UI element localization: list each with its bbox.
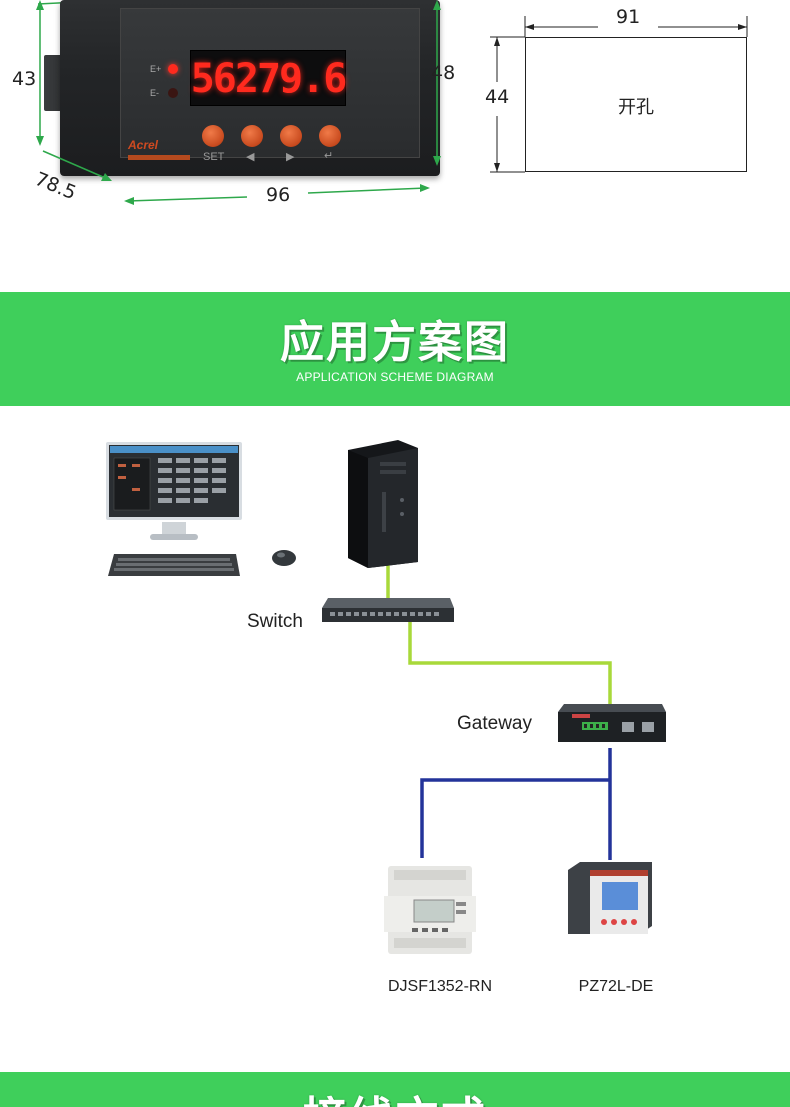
brand-logo: Acrel: [128, 138, 159, 152]
dimension-width-front: 96: [266, 184, 291, 206]
dimension-height-front: 43: [12, 68, 37, 90]
led-e-plus: [168, 64, 178, 74]
network-connection-lines: [386, 562, 612, 860]
application-section-subtitle: APPLICATION SCHEME DIAGRAM: [296, 370, 494, 384]
keyboard-icon: [108, 554, 240, 576]
application-section-banner: [0, 292, 790, 406]
gateway-device-icon: [558, 704, 666, 742]
djsf1352-rn-meter-icon: [384, 866, 476, 954]
server-tower-icon: [348, 440, 418, 568]
device2-label: PZ72L-DE: [578, 978, 654, 995]
meter-button-set[interactable]: [202, 125, 224, 147]
indicator-label-e-plus: E+: [150, 64, 162, 74]
meter-display-value: 56279.6: [190, 56, 348, 102]
button-label-set: SET: [203, 151, 225, 163]
dimension-cutout-height: 44: [485, 86, 510, 108]
height-dimension-line: [36, 0, 44, 146]
brand-strip: [128, 155, 190, 160]
button-label-left-icon: ◀: [246, 151, 255, 163]
meter-button-right[interactable]: [280, 125, 302, 147]
meter-display: [190, 50, 346, 106]
network-switch-icon: [322, 598, 454, 622]
mouse-icon: [272, 550, 296, 566]
button-label-right-icon: ▶: [286, 151, 295, 163]
monitor-screen-content: [110, 446, 238, 511]
gateway-label: Gateway: [457, 713, 532, 734]
monitor-base: [150, 534, 198, 540]
switch-label: Switch: [247, 611, 303, 632]
pz72l-de-meter-icon: [568, 862, 652, 934]
wiring-section-banner: [0, 1072, 790, 1107]
cutout-label: 开孔: [618, 97, 654, 118]
cutout-rectangle: [525, 37, 747, 172]
monitor-neck: [162, 522, 186, 536]
meter-button-enter[interactable]: [319, 125, 341, 147]
application-section-title: 应用方案图: [280, 317, 510, 368]
dimension-height-panel: 48: [431, 62, 456, 84]
led-e-minus: [168, 88, 178, 98]
button-label-enter-icon: ↵: [324, 150, 334, 162]
cutout-dimension-lines: [490, 16, 748, 173]
panel-height-dimension-line: [433, 0, 441, 166]
wiring-section-title: 接线方式: [0, 1082, 790, 1107]
dimension-cutout-width: 91: [616, 6, 641, 28]
width-dimension-line: [124, 184, 430, 205]
depth-dimension-line: [42, 150, 112, 181]
indicator-label-e-minus: E-: [150, 88, 159, 98]
meter-button-left[interactable]: [241, 125, 263, 147]
device1-label: DJSF1352-RN: [387, 978, 493, 995]
